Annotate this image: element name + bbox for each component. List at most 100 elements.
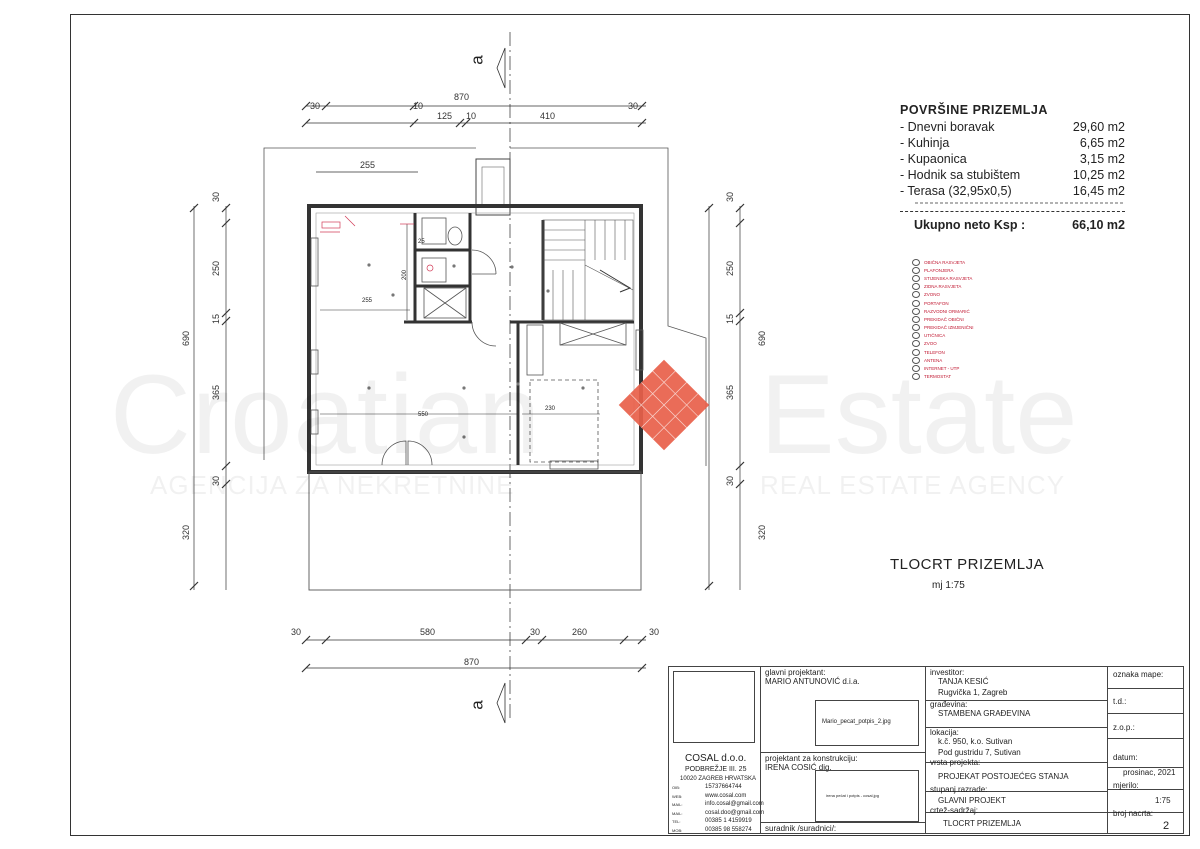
legend-item: RAZVODNI ORMARIĆ xyxy=(912,307,974,315)
chimney xyxy=(475,158,511,216)
legend-symbol-icon xyxy=(912,324,920,332)
lokacija: Pod gustridu 7, Sutivan xyxy=(938,748,1021,757)
dim-left: 250 xyxy=(211,260,221,276)
dim-left: 690 xyxy=(181,330,191,346)
label: t.d.: xyxy=(1113,697,1127,706)
company-name: COSAL d.o.o. xyxy=(685,753,747,764)
dim-top-total: 870 xyxy=(454,92,470,102)
legend-item: TELEFON xyxy=(912,348,974,356)
legend-item: PREKIDAČ IZMJENIČNI xyxy=(912,324,974,332)
dim-right: 15 xyxy=(725,313,735,324)
legend-item: ANTENA xyxy=(912,356,974,364)
dim-top-part: 10 xyxy=(413,101,424,111)
contact-value: info.cosal@gmail.com xyxy=(705,801,764,807)
contact-label: MAIL: xyxy=(672,810,683,816)
legend-symbol-icon xyxy=(912,291,920,299)
label: z.o.p.: xyxy=(1113,723,1135,732)
legend-symbol-icon xyxy=(912,332,920,340)
kitchen-counter xyxy=(526,322,627,470)
legend-item: PREKIDAČ OBIČNI xyxy=(912,315,974,323)
contact-value: 00385 1 4159919 xyxy=(705,818,752,824)
legend-label: STIJENSKA RASVJETA xyxy=(924,275,973,281)
section-arrow-top xyxy=(496,47,506,89)
watermark-subtext: AGENCIJA ZA NEKRETNINE xyxy=(150,470,515,500)
label: stupanj razrade: xyxy=(930,785,988,794)
legend-item: UTIČNICA xyxy=(912,332,974,340)
dim-top-part: 255 xyxy=(360,160,376,170)
contact-label: MOB: xyxy=(672,827,683,833)
watermark-text: Croatian xyxy=(110,352,542,477)
legend-label: ANTENA xyxy=(924,357,943,363)
legend-symbol-icon xyxy=(912,315,920,323)
areas-title: POVRŠINE PRIZEMLJA xyxy=(900,103,1048,117)
legend-label: ZIDNA RASVJETA xyxy=(924,284,962,290)
section-mark-bottom: a xyxy=(467,700,487,710)
legend-symbol-icon xyxy=(912,266,920,274)
legend-symbol-icon xyxy=(912,274,920,282)
watermark-subtext: REAL ESTATE AGENCY xyxy=(760,470,1066,500)
contact-label: OIB: xyxy=(672,785,681,790)
investitor-address: Rugvička 1, Zagreb xyxy=(938,688,1008,697)
legend-label: ZVOO xyxy=(924,341,937,347)
investitor-name: TANJA KESIĆ xyxy=(938,677,989,686)
label: oznaka mape: xyxy=(1113,670,1164,679)
dim-left: 30 xyxy=(211,191,221,202)
mjerilo: 1:75 xyxy=(1155,796,1171,805)
legend-label: INTERNET - UTP xyxy=(924,366,960,372)
side-dimension-lines xyxy=(189,203,745,591)
projektant-konstrukcija: IRENA COSIĆ dig. xyxy=(765,763,832,772)
dim-top-part: 30 xyxy=(310,101,321,111)
roof-outline xyxy=(263,147,476,460)
legend-symbol-icon xyxy=(912,258,920,266)
signature-stamp-2 xyxy=(815,770,919,822)
legend-label: PREKIDAČ OBIČNI xyxy=(924,316,964,322)
dim-bottom-total: 870 xyxy=(464,657,480,667)
legend-symbol-icon xyxy=(912,348,920,356)
legend-label: TELEFON xyxy=(924,349,945,355)
contact-label: TEL: xyxy=(672,819,681,824)
datum: prosinac, 2021 xyxy=(1123,768,1176,777)
glavni-projektant: MARIO ANTUNOVIĆ d.i.a. xyxy=(765,677,860,686)
areas-row: - Terasa (32,95x0,5)16,45 m2 xyxy=(900,184,1125,198)
label: glavni projektant: xyxy=(765,668,826,677)
dim-top-part: 125 xyxy=(437,111,453,121)
dim-bottom-part: 580 xyxy=(420,627,436,637)
top-dimension-lines xyxy=(301,101,647,173)
dim-top-part: 10 xyxy=(466,111,477,121)
legend-label: UTIČNICA xyxy=(924,333,946,339)
dim-inner: 255 xyxy=(362,298,373,304)
legend-item: PORTAFON xyxy=(912,299,974,307)
dim-inner: 550 xyxy=(418,412,429,418)
signature-stamp-1 xyxy=(815,700,919,746)
legend-label: ZVONO xyxy=(924,292,941,298)
vrsta-projekta: PROJEKAT POSTOJEĆEG STANJA xyxy=(938,772,1069,781)
label: datum: xyxy=(1113,753,1138,762)
legend-symbol-icon xyxy=(912,283,920,291)
label: investitor: xyxy=(930,668,965,677)
signature-caption: irena pečat i potpis - cosal.jpg xyxy=(826,793,879,798)
label: lokacija: xyxy=(930,728,959,737)
plan-title: TLOCRT PRIZEMLJA xyxy=(890,556,1045,573)
dim-bottom-part: 30 xyxy=(291,627,302,637)
section-arrow-bottom xyxy=(496,682,506,724)
watermark-text: Estate xyxy=(760,352,1078,477)
dim-right: 30 xyxy=(725,475,735,486)
dim-left: 320 xyxy=(181,524,191,540)
dim-bottom-part: 30 xyxy=(649,627,660,637)
legend-symbol-icon xyxy=(912,307,920,315)
dim-right: 250 xyxy=(725,260,735,276)
dim-right: 320 xyxy=(757,524,767,540)
legend-label: TERMOSTAT xyxy=(924,374,952,380)
company-logo-placeholder xyxy=(673,671,755,743)
legend-item: PLAFONJERA xyxy=(912,266,974,274)
dim-right: 30 xyxy=(725,191,735,202)
label: suradnik /suradnici/: xyxy=(765,824,837,833)
legend-symbol-icon xyxy=(912,299,920,307)
gradevina: STAMBENA GRAĐEVINA xyxy=(938,709,1031,718)
drawing-sheet-border xyxy=(70,14,1190,836)
label: crtež-sadržaj: xyxy=(930,806,979,815)
